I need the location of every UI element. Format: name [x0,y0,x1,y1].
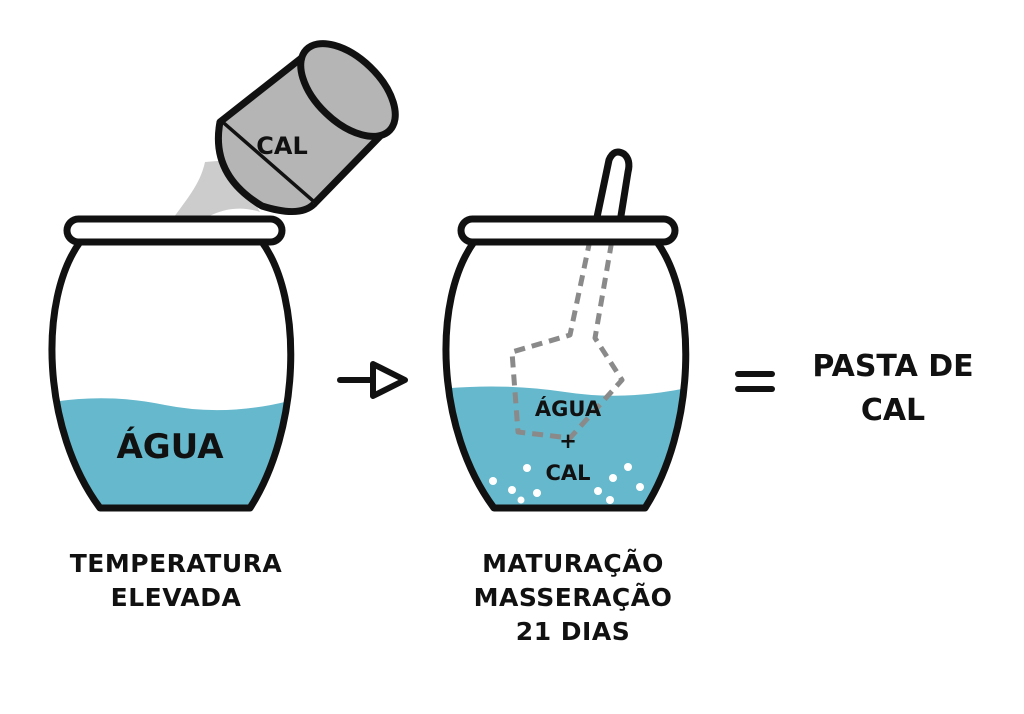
caption-left-line-1: TEMPERATURA [69,549,283,578]
right-jar: ÁGUA + CAL [442,148,690,512]
caption-left-line-2: ELEVADA [110,583,242,612]
caption-right-line-1: MATURAÇÃO [482,549,664,578]
right-jar-label-water: ÁGUA [535,396,602,421]
left-jar-water [51,398,291,508]
caption-right-line-3: 21 DIAS [515,617,631,646]
spoon-handle [592,148,633,223]
caption-left: TEMPERATURA ELEVADA [40,547,312,615]
caption-right: MATURAÇÃO MASSERAÇÃO 21 DIAS [440,547,706,649]
left-jar: ÁGUA [48,215,295,512]
left-jar-label: ÁGUA [116,426,224,467]
lime-particles [489,463,644,504]
left-jar-rim [63,215,286,246]
lime-can-label: CAL [256,132,307,160]
right-jar-rim [457,215,679,246]
caption-right-line-2: MASSERAÇÃO [473,583,673,612]
result-line-1: PASTA DE [812,349,973,384]
right-jar-plus: + [559,429,577,453]
right-jar-water [445,385,686,508]
arrow-right-icon [337,361,408,399]
result-line-2: CAL [861,393,925,428]
lime-can-icon: CAL [214,40,399,215]
equals-sign [735,371,775,392]
right-jar-label-lime: CAL [545,461,590,485]
